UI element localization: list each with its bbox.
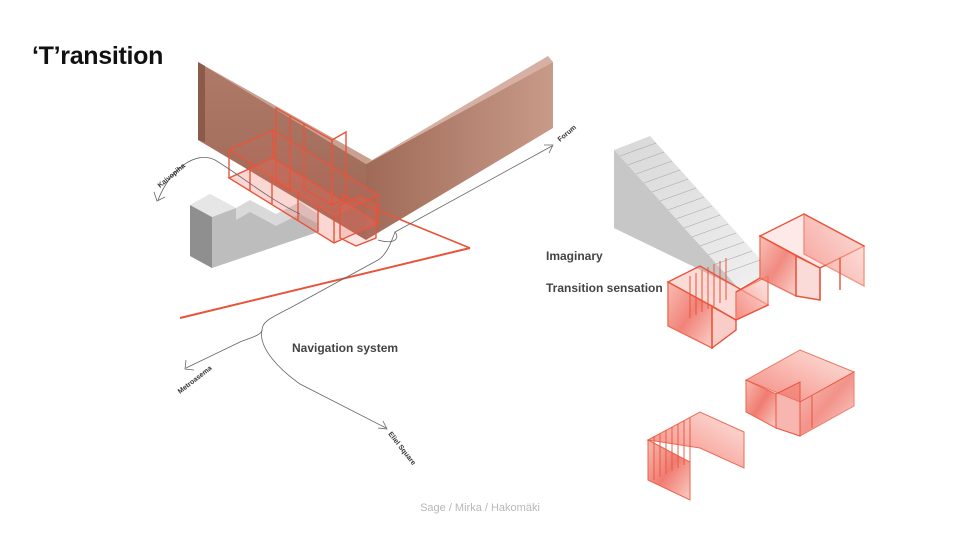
slide-title: ‘T’ransition — [32, 42, 164, 70]
label-imaginary: Imaginary — [546, 249, 603, 263]
label-transition-sensation: Transition sensation — [546, 281, 663, 295]
destination-eliel-square: Eliel Square — [386, 431, 416, 467]
red-axis-line-2 — [339, 194, 471, 249]
destination-kaivopiha: Kaivopiha — [157, 163, 187, 190]
transition-corridor — [666, 212, 866, 350]
red-frame-structure — [227, 106, 380, 247]
label-navigation-system: Navigation system — [292, 341, 399, 355]
slide-footer: Sage / Mirka / Hakomäki — [420, 502, 540, 514]
destination-forum: Forum — [557, 124, 578, 143]
staircase — [614, 136, 772, 288]
destination-metroasema: Metroasema — [177, 365, 214, 396]
red-axis-line — [179, 247, 471, 319]
glass-fragment-right — [744, 349, 856, 437]
glass-fragment-left — [646, 411, 745, 501]
navigation-arrows — [153, 144, 554, 430]
